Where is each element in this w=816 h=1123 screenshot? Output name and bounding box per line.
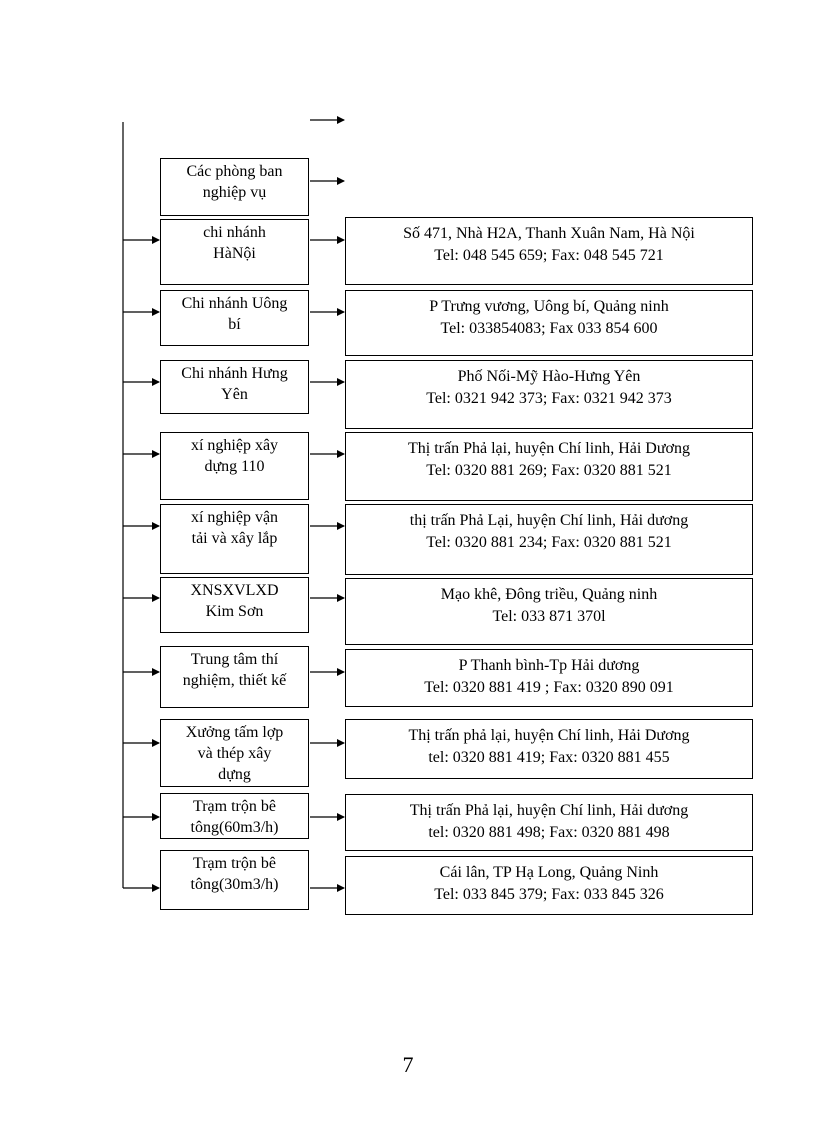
unit-name-line: Trạm trộn bê: [193, 855, 276, 872]
unit-name-line: XNSXVLXD: [190, 582, 279, 599]
page-number: 7: [402, 1052, 414, 1077]
unit-box: Xưởng tấm lợp và thép xây dựng: [160, 719, 309, 787]
unit-name-line: và thép xây: [197, 745, 272, 762]
unit-info-box: thị trấn Phả Lại, huyện Chí linh, Hải dư…: [345, 504, 753, 575]
unit-address: Cái lân, TP Hạ Long, Quảng Ninh: [439, 864, 659, 881]
departments-label-line-1: Các phòng ban: [186, 163, 283, 180]
unit-box: Trạm trộn bê tông(30m3/h): [160, 850, 309, 910]
unit-name-line: nghiệm, thiết kế: [182, 672, 287, 689]
unit-contact: Tel: 033854083; Fax 033 854 600: [440, 320, 658, 337]
unit-name-line: Trung tâm thí: [190, 651, 279, 668]
unit-box: xí nghiệp vận tải và xây lắp: [160, 504, 309, 574]
unit-info-box: Thị trấn Phả lại, huyện Chí linh, Hải dư…: [345, 794, 753, 851]
unit-address: Phố Nối-Mỹ Hào-Hưng Yên: [457, 368, 641, 385]
unit-name-line: Trạm trộn bê: [193, 798, 276, 815]
unit-contact: Tel: 0321 942 373; Fax: 0321 942 373: [426, 390, 672, 407]
unit-box: Chi nhánh Uông bí: [160, 290, 309, 346]
unit-name-line: xí nghiệp xây: [190, 437, 279, 454]
unit-name-line: HàNội: [213, 245, 256, 262]
unit-address: Thị trấn Phả lại, huyện Chí linh, Hải dư…: [409, 802, 689, 819]
unit-name-line: tông(60m3/h): [190, 819, 279, 836]
unit-address: Số 471, Nhà H2A, Thanh Xuân Nam, Hà Nội: [403, 225, 695, 242]
unit-name-line: Yên: [221, 386, 248, 403]
unit-name-line: chi nhánh: [203, 224, 266, 241]
unit-name-line: Xưởng tấm lợp: [185, 724, 284, 741]
unit-name-line: tông(30m3/h): [190, 876, 279, 893]
unit-contact: Tel: 0320 881 269; Fax: 0320 881 521: [426, 462, 672, 479]
unit-name-line: xí nghiệp vận: [190, 509, 279, 526]
unit-name-line: Chi nhánh Hưng: [181, 365, 288, 382]
unit-address: P Trưng vương, Uông bí, Quảng ninh: [429, 298, 669, 315]
unit-name-line: dựng: [218, 766, 251, 783]
unit-name-line: Chi nhánh Uông: [181, 295, 288, 312]
unit-name-line: Kim Sơn: [205, 603, 264, 620]
unit-contact: tel: 0320 881 498; Fax: 0320 881 498: [428, 824, 670, 841]
unit-contact: Tel: 0320 881 234; Fax: 0320 881 521: [426, 534, 672, 551]
unit-address: thị trấn Phả Lại, huyện Chí linh, Hải dư…: [409, 512, 689, 529]
unit-contact: Tel: 033 845 379; Fax: 033 845 326: [434, 886, 664, 903]
unit-address: P Thanh bình-Tp Hải dương: [458, 657, 640, 674]
unit-contact: Tel: 033 871 370l: [492, 608, 606, 625]
unit-info-box: Thị trấn phả lại, huyện Chí linh, Hải Dư…: [345, 719, 753, 779]
unit-box: Trung tâm thí nghiệm, thiết kế: [160, 646, 309, 708]
unit-contact: Tel: 0320 881 419 ; Fax: 0320 890 091: [424, 679, 674, 696]
unit-address: Thị trấn phả lại, huyện Chí linh, Hải Dư…: [408, 727, 690, 744]
unit-box: xí nghiệp xây dựng 110: [160, 432, 309, 500]
departments-label-line-2: nghiệp vụ: [202, 184, 267, 201]
unit-address: Thị trấn Phả lại, huyện Chí linh, Hải Dư…: [408, 440, 690, 457]
unit-name-line: dựng 110: [204, 458, 265, 475]
departments-box: Các phòng ban nghiệp vụ: [160, 158, 309, 216]
unit-name-line: tải và xây lắp: [191, 530, 278, 547]
unit-contact: Tel: 048 545 659; Fax: 048 545 721: [434, 247, 664, 264]
unit-box: Trạm trộn bê tông(60m3/h): [160, 793, 309, 839]
unit-address: Mạo khê, Đông triều, Quảng ninh: [440, 586, 658, 603]
unit-box: XNSXVLXD Kim Sơn: [160, 577, 309, 633]
unit-info-box: Thị trấn Phả lại, huyện Chí linh, Hải Dư…: [345, 432, 753, 501]
unit-name-line: bí: [228, 316, 241, 333]
unit-contact: tel: 0320 881 419; Fax: 0320 881 455: [428, 749, 670, 766]
